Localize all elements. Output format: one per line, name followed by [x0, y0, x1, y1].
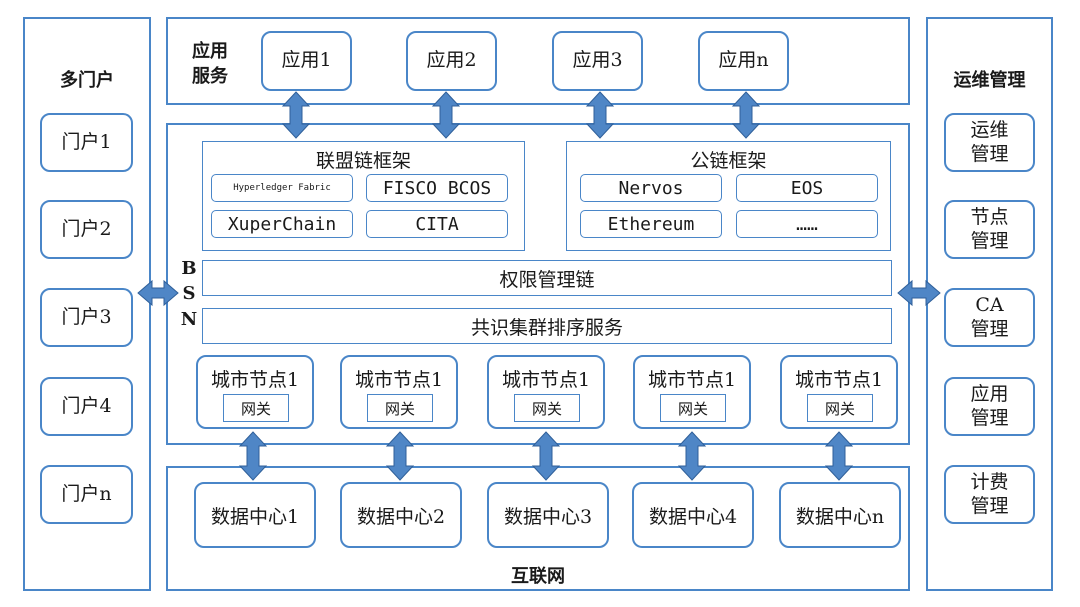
- data-center-2: 数据中心2: [340, 482, 462, 548]
- ops-management-line1: 运维: [970, 118, 1009, 141]
- app-3: 应用3: [552, 31, 643, 91]
- billing-management-line2: 管理: [970, 494, 1009, 517]
- double-arrow-icon: [897, 279, 941, 307]
- double-arrow-icon: [385, 431, 415, 481]
- data-center-n: 数据中心n: [779, 482, 901, 548]
- double-arrow-icon: [238, 431, 268, 481]
- city-node-label: 城市节点1: [354, 369, 444, 391]
- double-arrow-icon: [677, 431, 707, 481]
- internet-title: 互联网: [511, 566, 565, 587]
- ops-panel-title: 运维管理: [953, 70, 1026, 91]
- framework-cita: CITA: [366, 210, 508, 238]
- portal-2: 门户2: [40, 200, 133, 259]
- ca-management: CA 管理: [944, 288, 1035, 347]
- framework-xuperchain: XuperChain: [211, 210, 353, 238]
- gateway: 网关: [660, 394, 726, 422]
- bsn-letter-b: B: [181, 258, 197, 279]
- framework-nervos: Nervos: [580, 174, 722, 202]
- app-management-line2: 管理: [970, 406, 1009, 429]
- data-center-4: 数据中心4: [632, 482, 754, 548]
- node-management: 节点 管理: [944, 200, 1035, 259]
- app-n: 应用n: [698, 31, 789, 91]
- framework-hyperledger-fabric: Hyperledger Fabric: [211, 174, 353, 202]
- city-node-label: 城市节点1: [647, 369, 737, 391]
- billing-management: 计费 管理: [944, 465, 1035, 524]
- gateway: 网关: [367, 394, 433, 422]
- double-arrow-icon: [585, 91, 615, 139]
- city-node: 城市节点1 网关: [196, 355, 314, 429]
- double-arrow-icon: [824, 431, 854, 481]
- node-management-line2: 管理: [970, 229, 1009, 252]
- permission-management-chain: 权限管理链: [202, 260, 892, 296]
- city-node-label: 城市节点1: [501, 369, 591, 391]
- app-2: 应用2: [406, 31, 497, 91]
- node-management-line1: 节点: [970, 205, 1009, 228]
- app-1: 应用1: [261, 31, 352, 91]
- ca-management-line1: CA: [975, 293, 1004, 316]
- app-management: 应用 管理: [944, 377, 1035, 436]
- framework-ethereum: Ethereum: [580, 210, 722, 238]
- city-node: 城市节点1 网关: [633, 355, 751, 429]
- double-arrow-icon: [431, 91, 461, 139]
- ca-management-line2: 管理: [970, 317, 1009, 340]
- gateway: 网关: [807, 394, 873, 422]
- framework-eos: EOS: [736, 174, 878, 202]
- city-node: 城市节点1 网关: [487, 355, 605, 429]
- app-management-line1: 应用: [970, 382, 1009, 405]
- bsn-letter-n: N: [180, 309, 198, 330]
- data-center-3: 数据中心3: [487, 482, 609, 548]
- city-node: 城市节点1 网关: [780, 355, 898, 429]
- portal-n: 门户n: [40, 465, 133, 524]
- data-center-1: 数据中心1: [194, 482, 316, 548]
- gateway: 网关: [223, 394, 289, 422]
- framework-fisco-bcos: FISCO BCOS: [366, 174, 508, 202]
- app-service-title-line2: 服务: [192, 66, 228, 87]
- ops-management: 运维 管理: [944, 113, 1035, 172]
- city-node-label: 城市节点1: [794, 369, 884, 391]
- city-node: 城市节点1 网关: [340, 355, 458, 429]
- framework-more: ……: [736, 210, 878, 238]
- bsn-letter-s: S: [182, 283, 196, 304]
- public-chain-title: 公链框架: [690, 150, 767, 172]
- double-arrow-icon: [281, 91, 311, 139]
- double-arrow-icon: [731, 91, 761, 139]
- double-arrow-icon: [137, 279, 179, 307]
- billing-management-line1: 计费: [970, 470, 1009, 493]
- ops-management-line2: 管理: [970, 142, 1009, 165]
- double-arrow-icon: [531, 431, 561, 481]
- portal-4: 门户4: [40, 377, 133, 436]
- gateway: 网关: [514, 394, 580, 422]
- app-service-title-line1: 应用: [192, 41, 228, 62]
- portal-1: 门户1: [40, 113, 133, 172]
- consortium-chain-title: 联盟链框架: [315, 150, 411, 172]
- portal-3: 门户3: [40, 288, 133, 347]
- consensus-ordering-service: 共识集群排序服务: [202, 308, 892, 344]
- portal-panel-title: 多门户: [60, 70, 114, 91]
- city-node-label: 城市节点1: [210, 369, 300, 391]
